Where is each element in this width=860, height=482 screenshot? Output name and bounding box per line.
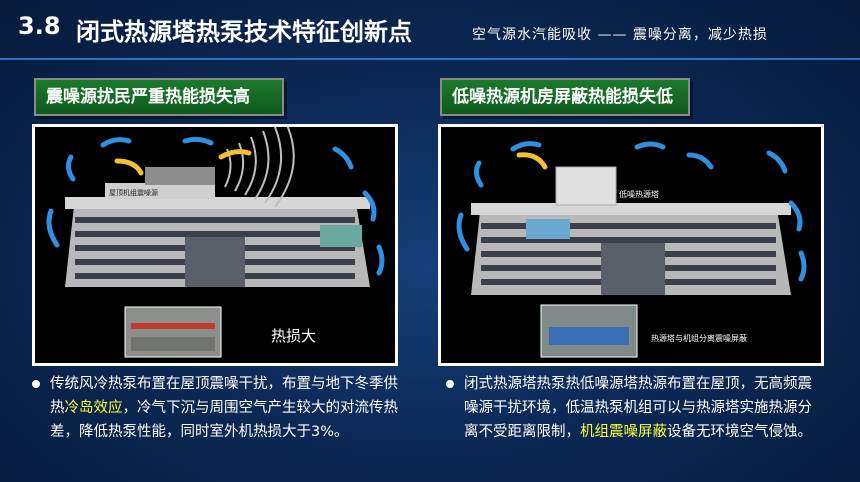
left-caption: 热损大	[271, 327, 317, 345]
header-bar: 3.8 闭式热源塔热泵技术特征创新点 空气源水汽能吸收 —— 震噪分离，减少热损	[0, 0, 860, 62]
left-highlight: 冷岛效应	[64, 400, 123, 416]
curved-arrow-icon	[46, 136, 385, 276]
right-highlight: 机组震噪屏蔽	[580, 424, 667, 440]
left-tag: 震噪源扰民严重热能损失高	[34, 78, 284, 116]
tower-sign: 低噪热源塔	[619, 189, 659, 199]
page-title: 闭式热源塔热泵技术特征创新点	[76, 18, 412, 46]
sound-wave-icon	[224, 127, 295, 208]
left-bullet-text-b: ，冷气下沉与周围空气产生较大的对流传热差，降低热泵性能，同时室外机热损大于3%。	[50, 400, 398, 440]
header-divider	[0, 58, 860, 60]
right-bullet-text-a: 闭式热源塔热泵热低噪源塔热源布置在屋顶，无高频震噪源干扰环境，低温热泵机组可以与…	[464, 376, 812, 440]
left-bullet-text: 传统风冷热泵布置在屋顶震噪干扰，布置与地下冬季供热冷岛效应，冷气下沉与周围空气产…	[32, 372, 402, 444]
right-bullet-text: 闭式热源塔热泵热低噪源塔热源布置在屋顶，无高频震噪源干扰环境，低温热泵机组可以与…	[446, 372, 826, 444]
right-bullet-text-b: 设备无环境空气侵蚀。	[667, 424, 812, 440]
curved-arrow-icon	[456, 141, 807, 282]
left-bullet-text-a: 传统风冷热泵布置在屋顶震噪干扰，布置与地下冬季供热	[50, 376, 398, 416]
left-image-panel: 屋顶机组震噪源 热损大	[32, 124, 398, 366]
right-building-illustration: 低噪热源塔	[456, 141, 807, 358]
bullet-dot-icon	[32, 380, 40, 388]
bullet-dot-icon	[446, 380, 454, 388]
right-caption: 热源塔与机组分离震噪屏蔽	[651, 334, 747, 343]
section-number: 3.8	[18, 12, 61, 40]
right-image-panel: 低噪热源塔 热源塔与机组分离震噪屏蔽	[438, 124, 824, 366]
left-building-illustration: 屋顶机组震噪源	[46, 127, 385, 358]
rooftop-sign: 屋顶机组震噪源	[109, 188, 158, 197]
right-bullet: 闭式热源塔热泵热低噪源塔热源布置在屋顶，无高频震噪源干扰环境，低温热泵机组可以与…	[446, 372, 826, 444]
page-subtitle: 空气源水汽能吸收 —— 震噪分离，减少热损	[472, 27, 768, 43]
left-bullet: 传统风冷热泵布置在屋顶震噪干扰，布置与地下冬季供热冷岛效应，冷气下沉与周围空气产…	[32, 372, 402, 444]
right-tag: 低噪热源机房屏蔽热能损失低	[440, 78, 690, 116]
